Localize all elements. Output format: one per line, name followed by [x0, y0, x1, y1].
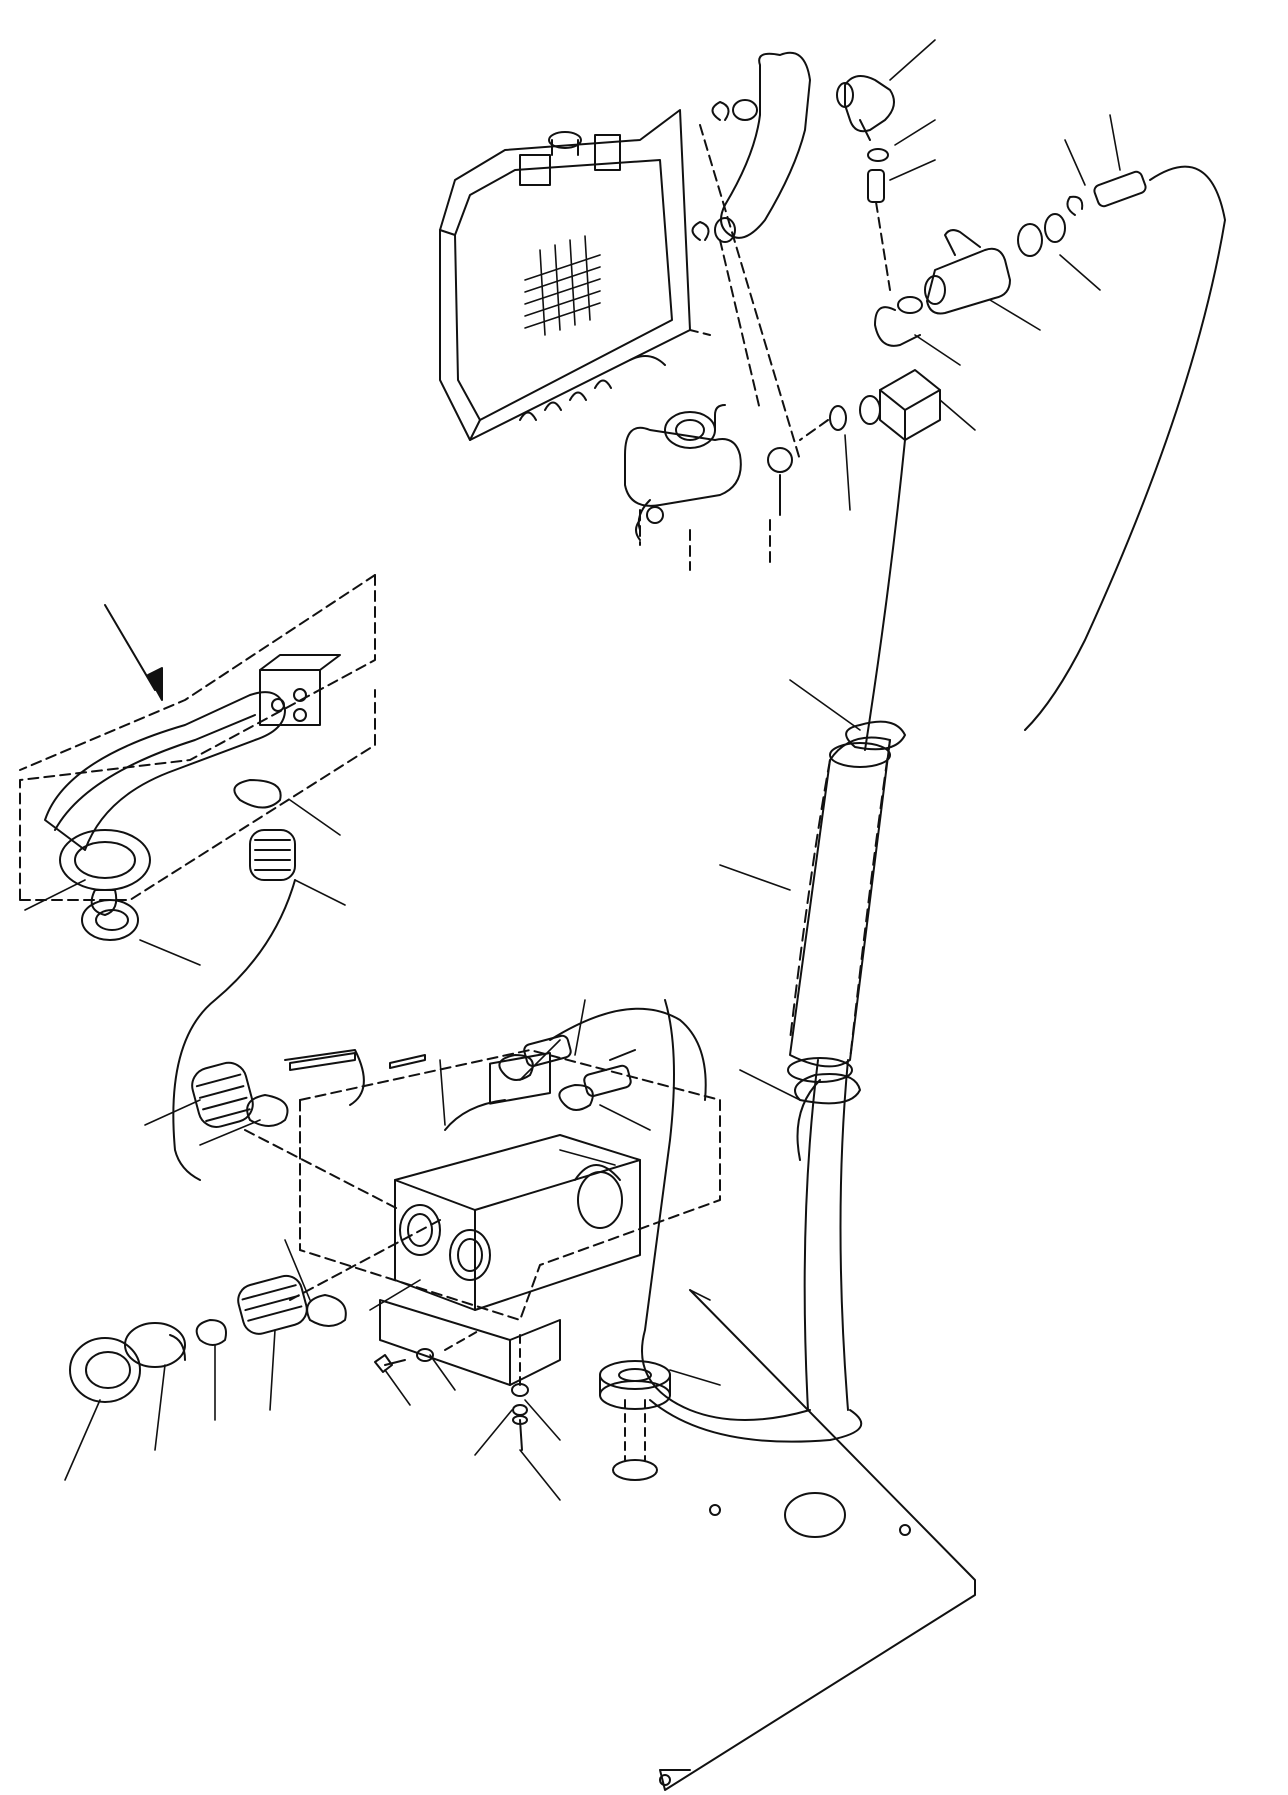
radiator-cap [549, 132, 581, 148]
defroster-duct [20, 575, 375, 1180]
hose-clamp [846, 722, 905, 750]
hose-clamp [307, 1295, 346, 1326]
flap [290, 1053, 355, 1070]
flex-hose-coil [188, 1059, 257, 1131]
heater-valve-assembly [800, 76, 1147, 440]
heater-hoses [642, 167, 1225, 1442]
floor-plate [600, 1290, 975, 1790]
view-arrow [105, 605, 155, 690]
flexible-duct [788, 722, 905, 1104]
short-hose [583, 1064, 632, 1097]
engine-water-outlet [625, 405, 792, 570]
leader-lines [25, 40, 1120, 1500]
screw [375, 1355, 405, 1372]
washer [417, 1349, 433, 1361]
hose-clamp [559, 1085, 592, 1110]
vent-nozzle [92, 890, 117, 915]
elbow-fitting [875, 307, 920, 346]
hose-clamp [795, 1074, 860, 1103]
short-hose [523, 1034, 572, 1067]
upper-radiator-hose [693, 53, 811, 460]
drain-cock [927, 249, 1010, 314]
vent-grille [70, 1338, 140, 1402]
hose-clamp [693, 222, 709, 240]
lower-vent-assembly [70, 1059, 440, 1402]
hose-clamp [197, 1320, 226, 1345]
radiator [440, 110, 710, 440]
o-ring [830, 406, 846, 430]
hose-clamp [1067, 197, 1082, 215]
washer [868, 149, 888, 161]
hose-clamp [713, 102, 729, 120]
switch-box [260, 670, 320, 725]
connector-block [880, 370, 940, 440]
washer [513, 1405, 527, 1415]
hose-clamp [499, 1055, 532, 1080]
vent-nozzle [125, 1323, 185, 1367]
short-hose [1093, 170, 1148, 208]
short-hose [868, 170, 884, 202]
heater-unit [285, 1009, 720, 1450]
hose-clamp [234, 780, 280, 808]
flex-hose-coil [235, 1272, 311, 1337]
flex-hose-coil [250, 830, 295, 880]
hose-clamp [247, 1095, 287, 1126]
radiator-core-mesh [525, 236, 600, 335]
screw [513, 1416, 527, 1450]
flap [390, 1055, 425, 1068]
elbow-fitting [845, 76, 894, 131]
